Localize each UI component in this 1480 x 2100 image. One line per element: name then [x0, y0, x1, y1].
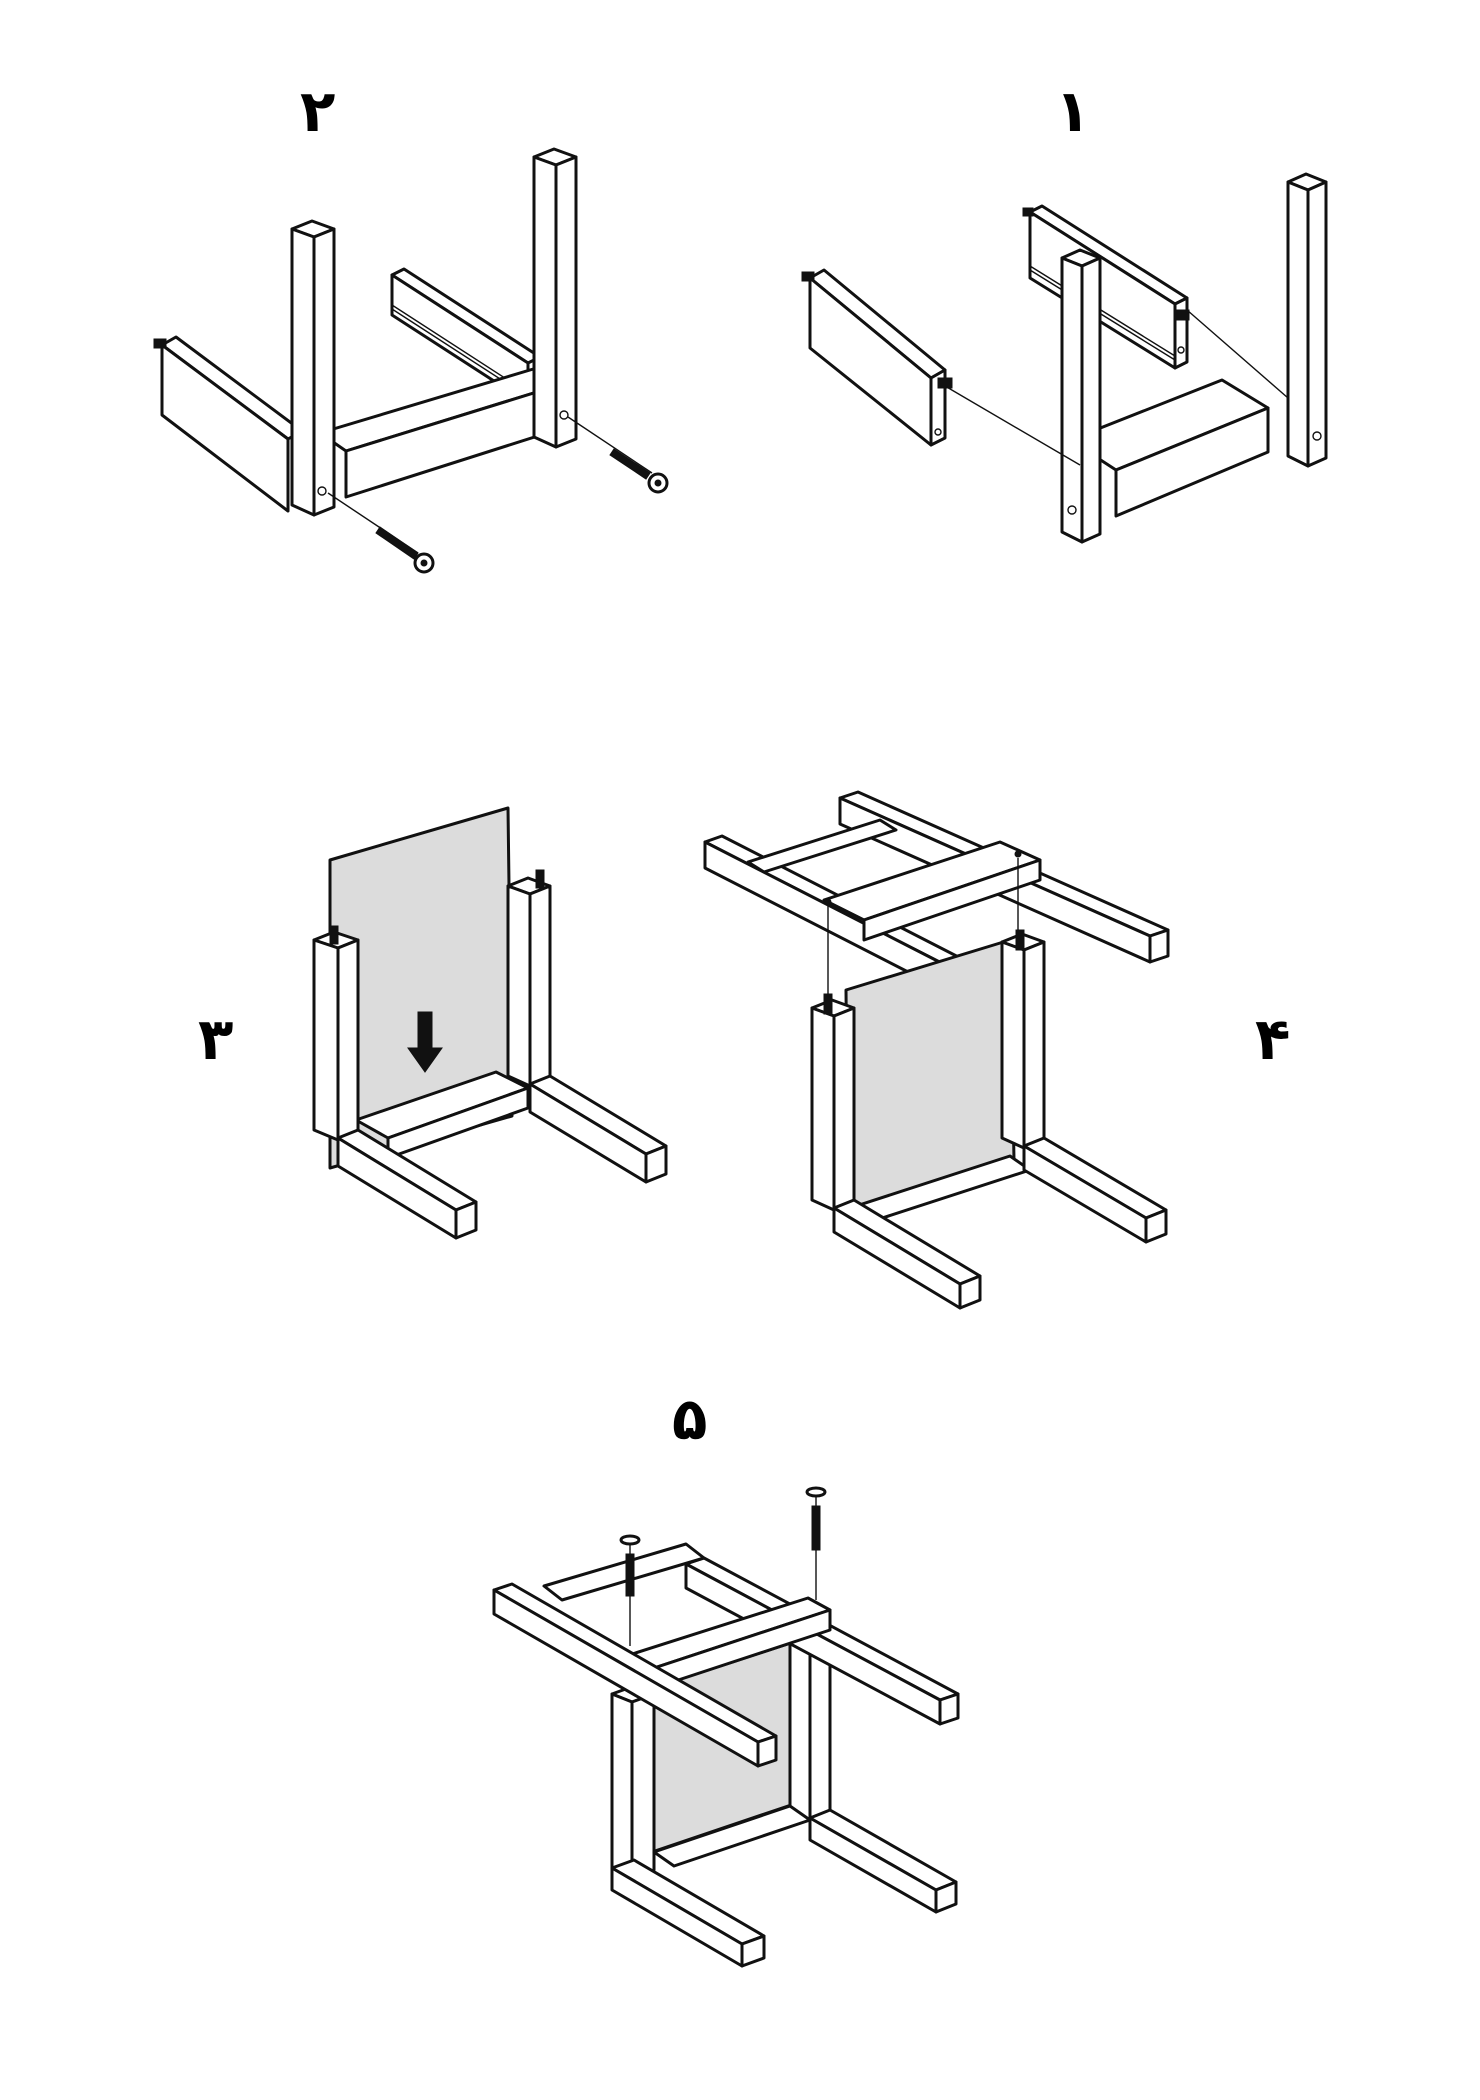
step-2-number: ۲: [300, 77, 336, 145]
step-2-illustration: [153, 147, 669, 574]
loose-rail: [801, 268, 953, 447]
guide-line: [1186, 309, 1289, 399]
step-5-number: ۵: [672, 1385, 708, 1453]
step-4-illustration: [703, 790, 1170, 1310]
left-leg: [290, 219, 336, 517]
step-1-number: ۱: [1055, 77, 1091, 145]
guide-line: [944, 385, 1081, 466]
back-rail: [1022, 204, 1190, 370]
leg-frame: [1060, 172, 1328, 544]
screw-right: [805, 1486, 827, 1600]
right-leg: [506, 869, 552, 1088]
slide-down-arrow-icon: [407, 1011, 443, 1073]
step-4-number: ۴: [1255, 1005, 1291, 1073]
left-leg: [610, 1684, 656, 1880]
step-3-illustration: [312, 806, 668, 1240]
step-1-illustration: [801, 172, 1328, 544]
bolt-right: [567, 416, 669, 494]
back-rail: [390, 267, 542, 405]
bolt-left: [327, 492, 435, 574]
step-5-illustration: [492, 1486, 960, 1968]
left-leg: [810, 993, 856, 1212]
right-leg: [1000, 929, 1046, 1150]
seat-frame: [492, 1542, 960, 1768]
step-3-number: ۳: [198, 1005, 234, 1073]
right-leg: [532, 147, 578, 449]
screw-left: [619, 1534, 641, 1646]
side-rail: [153, 335, 304, 513]
left-leg: [312, 925, 360, 1142]
